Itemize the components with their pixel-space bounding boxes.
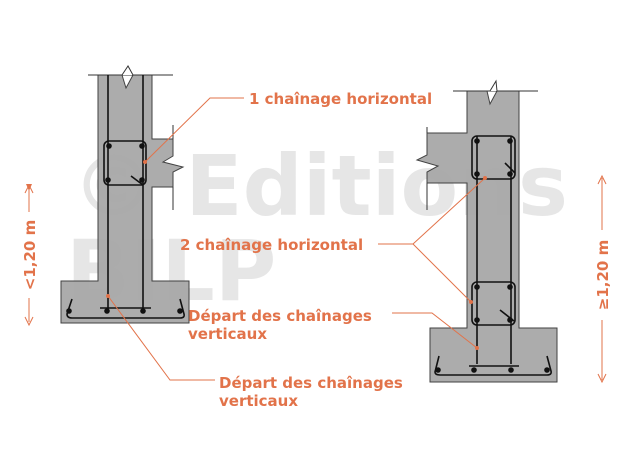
label-depart-left-line2: verticaux — [219, 392, 298, 410]
label-chainage-2: 2 chaînage horizontal — [180, 236, 363, 254]
dimension-left-label: <1,20 m — [21, 220, 39, 290]
leader-lines — [106, 97, 487, 381]
dimension-right-label: ≥1,20 m — [594, 240, 612, 310]
label-depart-left-line1: Départ des chaînages — [219, 374, 403, 392]
dimension-right — [597, 174, 607, 384]
dimension-left — [24, 183, 34, 327]
labels: 1 chaînage horizontal 2 chaînage horizon… — [180, 90, 432, 410]
label-chainage-1: 1 chaînage horizontal — [249, 90, 432, 108]
right-section — [415, 79, 558, 383]
left-section — [60, 65, 190, 324]
label-depart-right-line2: verticaux — [188, 325, 267, 343]
label-depart-right-line1: Départ des chaînages — [188, 307, 372, 325]
